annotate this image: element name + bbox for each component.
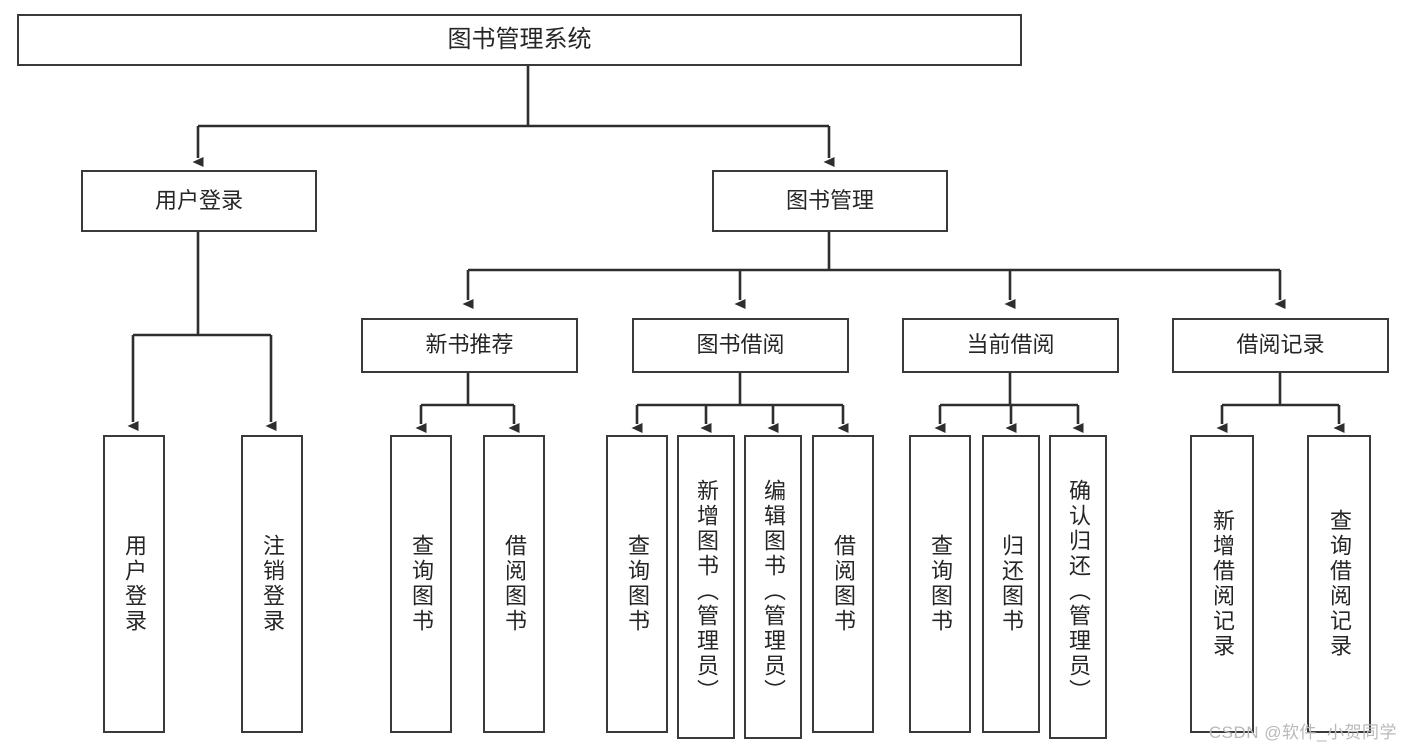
- leaf-user-login[interactable]: 用户登录: [103, 435, 165, 733]
- node-label: 新增借阅记录: [1210, 509, 1235, 659]
- node-label: 归还图书: [999, 534, 1024, 634]
- node-new-book-recommend[interactable]: 新书推荐: [361, 318, 578, 373]
- node-label: 借阅图书: [502, 534, 527, 634]
- node-label: 当前借阅: [966, 332, 1055, 358]
- leaf-query-book-recommend[interactable]: 查询图书: [390, 435, 452, 733]
- node-borrow-record[interactable]: 借阅记录: [1172, 318, 1389, 373]
- node-label: 图书管理系统: [447, 25, 592, 53]
- node-label: 查询借阅记录: [1327, 509, 1352, 659]
- node-label: 借阅图书: [831, 534, 856, 634]
- node-label: 编辑图书（管理员）: [761, 478, 786, 704]
- node-label: 查询图书: [409, 534, 434, 634]
- leaf-logout[interactable]: 注销登录: [241, 435, 303, 733]
- node-user-login[interactable]: 用户登录: [81, 170, 317, 232]
- leaf-return-book[interactable]: 归还图书: [982, 435, 1040, 733]
- node-label: 查询图书: [625, 534, 650, 634]
- leaf-borrow-book[interactable]: 借阅图书: [812, 435, 874, 733]
- leaf-query-book-current[interactable]: 查询图书: [909, 435, 971, 733]
- node-label: 新书推荐: [425, 332, 514, 358]
- node-label: 查询图书: [928, 534, 953, 634]
- node-label: 图书借阅: [696, 332, 785, 358]
- leaf-add-book-admin[interactable]: 新增图书（管理员）: [677, 435, 735, 739]
- node-label: 确认归还（管理员）: [1066, 478, 1091, 704]
- node-current-borrow[interactable]: 当前借阅: [902, 318, 1119, 373]
- csdn-watermark: CSDN @软件_小贺同学: [1208, 723, 1397, 742]
- leaf-edit-book-admin[interactable]: 编辑图书（管理员）: [744, 435, 802, 739]
- node-label: 借阅记录: [1236, 332, 1325, 358]
- node-label: 用户登录: [122, 534, 147, 634]
- leaf-query-book-borrow[interactable]: 查询图书: [606, 435, 668, 733]
- leaf-add-borrow-record[interactable]: 新增借阅记录: [1190, 435, 1254, 733]
- node-label: 图书管理: [785, 187, 874, 213]
- leaf-query-borrow-record[interactable]: 查询借阅记录: [1307, 435, 1371, 733]
- node-root-book-management-system[interactable]: 图书管理系统: [17, 14, 1022, 66]
- node-book-borrow[interactable]: 图书借阅: [632, 318, 849, 373]
- node-label: 新增图书（管理员）: [694, 478, 719, 704]
- leaf-confirm-return-admin[interactable]: 确认归还（管理员）: [1049, 435, 1107, 739]
- node-book-management[interactable]: 图书管理: [712, 170, 948, 232]
- node-label: 注销登录: [260, 534, 285, 634]
- node-label: 用户登录: [154, 187, 243, 213]
- leaf-borrow-book-recommend[interactable]: 借阅图书: [483, 435, 545, 733]
